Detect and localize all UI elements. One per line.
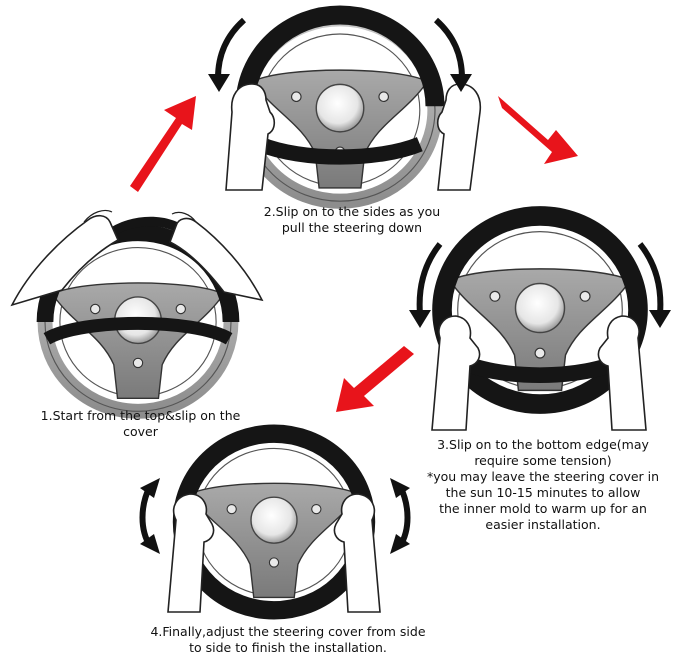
- caption-line: 2.Slip on to the sides as you: [263, 204, 441, 219]
- hands-icon: [10, 209, 264, 307]
- curved-arrow-icon: [139, 478, 160, 554]
- step1-caption: 1.Start from the top&slip on the cover: [18, 408, 263, 440]
- step3-illustration: [409, 206, 671, 431]
- step1-illustration: [10, 209, 264, 411]
- curved-arrow-icon: [637, 242, 671, 328]
- curved-arrow-icon: [409, 242, 443, 328]
- red-arrow-icon: [498, 96, 578, 164]
- caption-line: 4.Finally,adjust the steering cover from…: [150, 624, 426, 639]
- caption-line: *you may leave the steering cover in: [426, 469, 660, 484]
- caption-line: to side to finish the installation.: [189, 640, 387, 655]
- step2-caption: 2.Slip on to the sides as you pull the s…: [232, 204, 472, 236]
- hands-icon: [167, 493, 381, 613]
- red-arrow-icon: [130, 96, 196, 192]
- cover-segment: [104, 216, 190, 240]
- step4-caption: 4.Finally,adjust the steering cover from…: [118, 624, 458, 656]
- caption-line: require some tension): [474, 453, 612, 468]
- curved-arrow-icon: [433, 17, 472, 92]
- step4-illustration: [139, 424, 411, 620]
- red-arrow-icon: [336, 346, 414, 412]
- hands-icon: [431, 315, 647, 431]
- steering-wheel-icon: [235, 5, 445, 201]
- caption-line: pull the steering down: [281, 220, 423, 235]
- step2-illustration: [208, 5, 482, 201]
- step3-caption: 3.Slip on to the bottom edge(may require…: [412, 437, 674, 533]
- curved-arrow-icon: [390, 478, 411, 554]
- caption-line: cover: [123, 424, 158, 439]
- caption-line: 1.Start from the top&slip on the: [40, 408, 241, 423]
- caption-line: the inner mold to warm up for an: [439, 501, 647, 516]
- caption-line: the sun 10-15 minutes to allow: [445, 485, 641, 500]
- caption-line: 3.Slip on to the bottom edge(may: [437, 437, 649, 452]
- caption-line: easier installation.: [485, 517, 601, 532]
- hands-icon: [225, 83, 482, 191]
- curved-arrow-icon: [208, 17, 247, 92]
